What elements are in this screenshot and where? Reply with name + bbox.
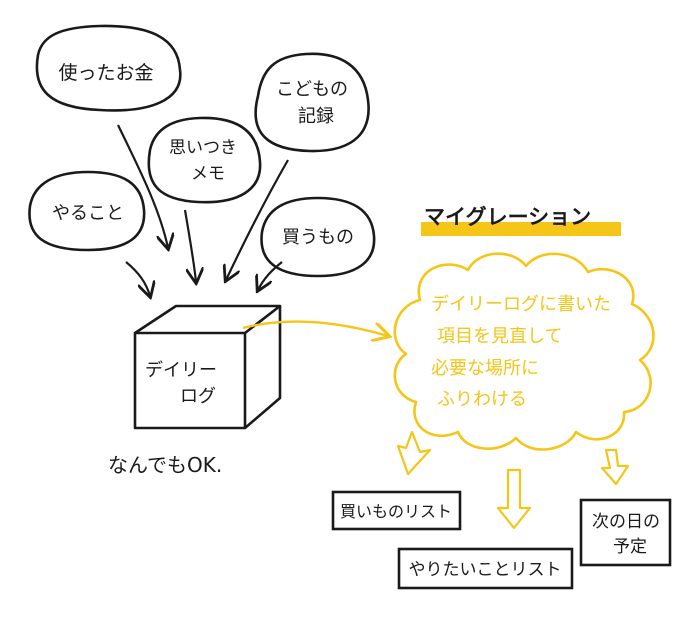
arrow-to-tomorrow [600,448,630,486]
migration-cloud: デイリーログに書いた 項目を見直して 必要な場所に ふりわける [393,252,655,451]
bubble-todo: やること [28,170,146,252]
cube-top-face [134,304,282,335]
cube-label-line2: ログ [180,386,216,407]
bubble-outline [28,170,146,252]
bubble-outline [260,196,376,278]
daily-log-cube: デイリー ログ [133,304,282,430]
arrow-shopping [258,261,283,290]
migration-heading: マイグレーション [421,205,621,236]
bubble-label: こどもの [276,79,348,100]
destination-tomorrow: 次の日の 予定 [579,498,672,567]
box-outline [397,547,574,590]
title-highlight [421,222,621,236]
cloud-outline [393,252,655,451]
destination-shopping-list: 買いものリスト [331,490,462,531]
bubble-spent-money: 使ったお金 [35,24,182,112]
box-label: 次の日の [592,512,660,532]
box-outline [331,490,462,531]
bubble-shopping: 買うもの [260,196,376,278]
arrow-idea-memo [183,209,196,282]
destination-wishlist: やりたいことリスト [397,547,574,590]
bubble-label: 買うもの [282,227,354,248]
box-label-line2: 予定 [613,537,647,557]
input-arrows [117,124,289,296]
box-label: やりたいことリスト [409,560,562,580]
bubble-label: やること [52,203,124,224]
bubble-outline [254,52,370,153]
bubble-label: 思いつき [169,138,237,158]
arrow-child-records [226,159,289,280]
bubble-label-line2: メモ [191,164,225,184]
bubble-outline [35,24,182,112]
box-label: 買いものリスト [340,502,452,521]
cloud-text-line1: デイリーログに書いた [431,294,611,315]
box-outline [579,498,672,567]
bubble-label: 使ったお金 [58,62,153,84]
cloud-text-line3: 必要な場所に [431,358,539,379]
bubble-child-records: こどもの 記録 [254,52,370,153]
cube-label: デイリー [145,360,217,381]
distribution-arrows [396,430,630,530]
migration-title: マイグレーション [424,205,591,229]
cloud-text-line2: 項目を見直して [437,326,562,347]
cube-side-face [244,306,282,429]
arrow-spent-money [117,124,168,248]
migration-arrow [242,320,388,336]
cloud-text-line4: ふりわける [437,389,527,410]
arrow-todo [125,261,150,296]
bubble-label-line2: 記録 [298,106,334,127]
arrow-to-shopping-list [396,430,432,476]
arrow-to-wishlist [496,468,532,530]
caption: なんでもOK. [108,453,222,477]
bubble-outline [147,116,262,204]
bubble-idea-memo: 思いつき メモ [147,116,262,204]
